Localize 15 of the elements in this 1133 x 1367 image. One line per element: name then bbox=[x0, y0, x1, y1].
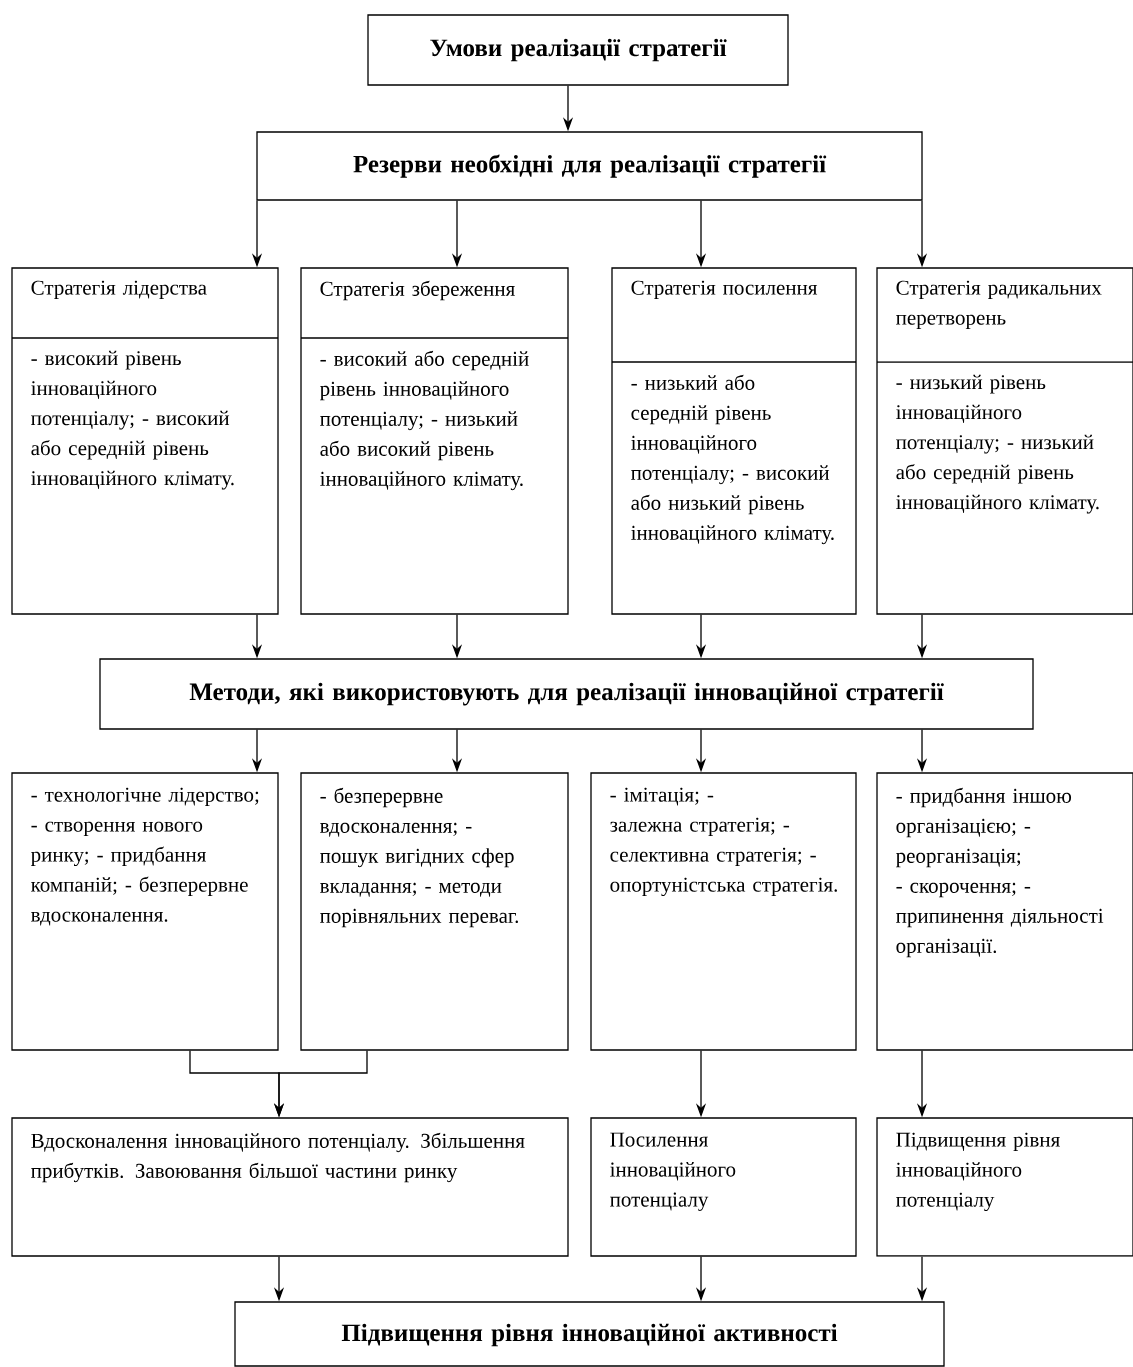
text-box: Вдосконалення інноваційного потенціалу. Збільшення прибутків. Завоювання більшої частини ринку bbox=[11, 1117, 569, 1257]
text-box: Посилення інноваційного потенціалу bbox=[590, 1117, 857, 1257]
strategy-box: Стратегія лідерства - високий рівень інноваційного потенціалу; - високий або середній рівень інноваційного клімату. bbox=[11, 267, 279, 615]
heading-box: Методи, які використовують для реалізації інноваційної стратегії bbox=[99, 658, 1034, 730]
text-box: - безперервне вдосконалення; - пошук вигідних сфер вкладання; - методи порівняльних переваг. bbox=[300, 772, 569, 1051]
heading-box: Резерви необхідні для реалізації стратегії bbox=[256, 131, 923, 201]
heading-box: Підвищення рівня інноваційної активності bbox=[234, 1301, 945, 1367]
text-box: - імітація; - залежна стратегія; - селективна стратегія; - опортуністська стратегія. bbox=[590, 772, 857, 1051]
text-box: - технологічне лідерство; - створення нового ринку; - придбання компаній; - безперервне вдосконалення. bbox=[11, 772, 279, 1051]
strategy-box: Стратегія збереження - високий або середній рівень інноваційного потенціалу; - низький або високий рівень інноваційного клімату. bbox=[300, 267, 569, 615]
strategy-box: Стратегія радикальних перетворень - низький рівень інноваційного потенціалу; - низький або середній рівень інноваційного клімату. bbox=[876, 267, 1133, 615]
heading-box: Умови реалізації стратегії bbox=[367, 14, 789, 86]
text-box: - придбання іншою організацією; - реорганізація; - скорочення; - припинення діяльності організації. bbox=[876, 772, 1133, 1051]
text-box: Підвищення рівня інноваційного потенціалу bbox=[876, 1117, 1133, 1257]
strategy-box: Стратегія посилення - низький або середній рівень інноваційного потенціалу; - високий або низький рівень інноваційного клімату. bbox=[611, 267, 857, 615]
